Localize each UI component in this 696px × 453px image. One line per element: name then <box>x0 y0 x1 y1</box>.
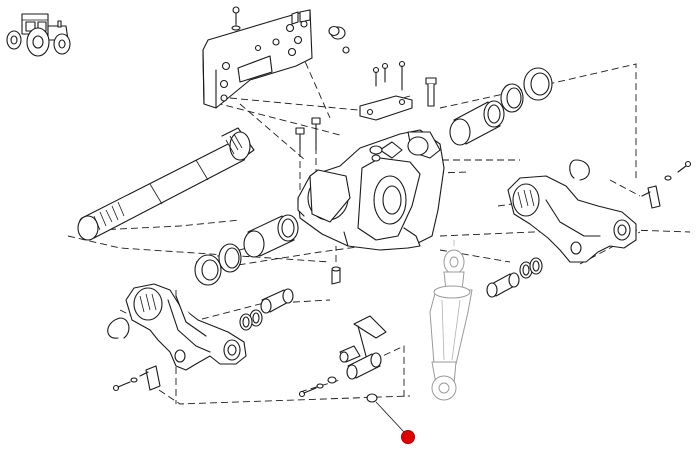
lift-cylinder-ghost <box>429 240 473 401</box>
seal-ring-left-a <box>218 243 242 273</box>
o-ring-set-right <box>519 257 543 279</box>
pivot-pin-right <box>486 272 520 298</box>
circlip-left <box>107 317 130 339</box>
lift-arm-left <box>125 283 247 371</box>
grease-nipple <box>366 393 378 403</box>
bushing-left <box>243 214 299 258</box>
pivot-pin-left <box>260 288 294 314</box>
splined-shaft <box>77 127 255 241</box>
pin-clip-right <box>641 160 692 209</box>
thrust-washer-right <box>523 67 553 101</box>
lift-arm-housing <box>297 129 445 251</box>
lift-arm-right <box>507 175 637 263</box>
hotspot-marker-icon[interactable] <box>401 430 415 444</box>
bushing-right <box>449 100 505 146</box>
cylinder-pin-bracket <box>353 315 387 357</box>
bolt-washer-set <box>298 376 337 398</box>
locking-plate <box>359 95 413 121</box>
thrust-washer-left <box>194 254 222 286</box>
screw-set-top <box>372 60 437 107</box>
cylinder-pin <box>346 352 382 380</box>
o-ring-set-left <box>239 309 263 331</box>
cylinder-pin-collar <box>339 345 361 363</box>
plug-cap <box>328 25 350 54</box>
circlip-right <box>569 159 590 181</box>
housing-bolts <box>295 117 383 162</box>
mounting-bracket-plate <box>202 9 313 109</box>
tractor-icon <box>6 13 71 57</box>
bracket-screw <box>231 6 241 31</box>
dowel-pin <box>331 246 341 285</box>
seal-ring-right <box>500 83 524 113</box>
pin-clip-left <box>112 365 161 392</box>
